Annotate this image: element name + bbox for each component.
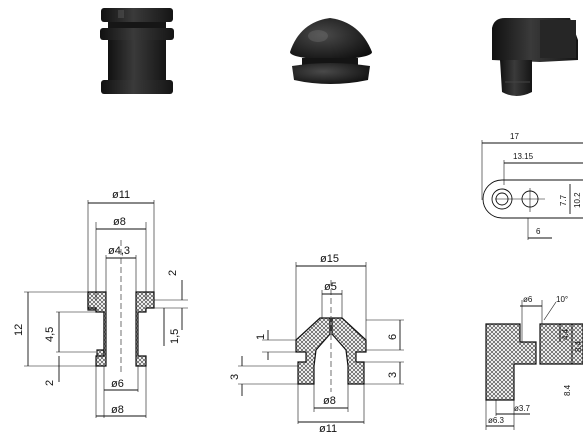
angle-boot-top-view <box>481 140 583 240</box>
dim-d-base: ø11 <box>319 423 337 433</box>
dim-d-bore-boot: ø3.7 <box>514 404 531 413</box>
dim-d-top-boot: ø6 <box>523 295 533 304</box>
dim-h-slot: 7.7 <box>559 194 568 206</box>
dim-w-foot: 6 <box>536 227 541 236</box>
dim-d-base-boot: ø6.3 <box>488 416 505 425</box>
angle-boot-section-view <box>485 300 583 430</box>
dim-d-base-in: ø8 <box>323 395 336 407</box>
dim-d-bore: ø4,3 <box>108 245 130 257</box>
cone-grommet-photo <box>290 18 372 84</box>
dim-h-c: 8.4 <box>563 384 572 396</box>
dim-h-left-small: 1 <box>255 334 267 340</box>
dim-d-bottom-in: ø6 <box>111 378 124 390</box>
dim-d-hole: ø5 <box>324 281 337 293</box>
dim-h-left: 3 <box>229 374 241 380</box>
dim-w-inner: 13.15 <box>513 152 534 161</box>
dim-h-side: 10.2 <box>573 192 582 208</box>
cone-grommet-drawing <box>238 262 404 424</box>
grommet-photo <box>100 8 174 94</box>
dim-h-mid: 4,5 <box>44 327 56 342</box>
dim-h-total: 12 <box>13 324 25 336</box>
dim-d-bottom: ø8 <box>111 404 124 416</box>
dim-h-b: 8.4 <box>574 340 583 352</box>
dim-h-top-right: 2 <box>167 270 179 276</box>
angle-boot-photo <box>492 18 578 96</box>
dim-h-a: 4.4 <box>561 328 570 340</box>
dim-w-total: 17 <box>510 132 519 141</box>
dim-d-top: ø15 <box>320 253 339 265</box>
dim-d-mid: ø8 <box>113 216 126 228</box>
dim-h-right-top: 6 <box>387 334 399 340</box>
grommet-drawing <box>24 200 188 418</box>
dim-h-right-low: 3 <box>387 372 399 378</box>
dim-h-low: 2 <box>44 380 56 386</box>
dim-angle: 10° <box>556 295 568 304</box>
dim-h-right: 1,5 <box>169 329 181 344</box>
dim-d-outer: ø11 <box>112 189 130 201</box>
